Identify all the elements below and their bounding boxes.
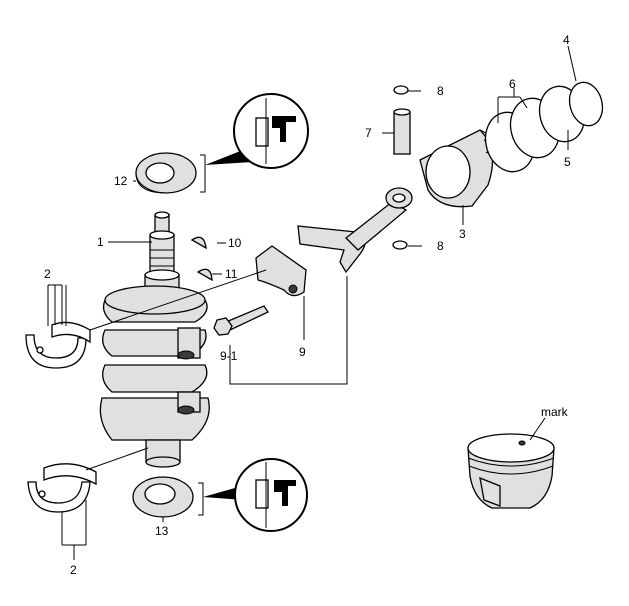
crankshaft bbox=[99, 211, 210, 468]
label-13: 13 bbox=[155, 524, 169, 538]
seal-detail-magnifier-top bbox=[200, 93, 309, 193]
label-mark: mark bbox=[541, 405, 569, 419]
bolt-9-1 bbox=[213, 305, 269, 336]
label-7: 7 bbox=[365, 126, 372, 140]
label-6: 6 bbox=[509, 77, 516, 91]
label-5: 5 bbox=[564, 155, 571, 169]
key-11 bbox=[196, 268, 213, 282]
label-1: 1 bbox=[97, 235, 104, 249]
oil-seal-12 bbox=[135, 152, 197, 194]
crank-bearing-lower bbox=[27, 463, 97, 513]
label-8-top: 8 bbox=[437, 84, 444, 98]
label-9: 9 bbox=[299, 345, 306, 359]
label-12: 12 bbox=[114, 174, 128, 188]
leader-lines bbox=[47, 45, 577, 560]
clip-8-bottom bbox=[392, 240, 408, 250]
label-4: 4 bbox=[563, 33, 570, 47]
oil-seal-13 bbox=[132, 476, 194, 518]
label-2-top: 2 bbox=[44, 267, 51, 281]
label-2-bottom: 2 bbox=[70, 563, 77, 577]
seal-detail-magnifier-bottom bbox=[198, 458, 308, 532]
label-8-bottom: 8 bbox=[437, 239, 444, 253]
label-10: 10 bbox=[228, 236, 242, 250]
label-11: 11 bbox=[225, 267, 238, 281]
ring-4 bbox=[568, 81, 604, 127]
label-3: 3 bbox=[459, 227, 466, 241]
connecting-rod bbox=[297, 187, 413, 274]
rod-cap-9 bbox=[255, 245, 307, 297]
piston-pin-7 bbox=[393, 108, 411, 155]
crank-bearing-upper bbox=[25, 321, 91, 369]
clip-8-top bbox=[393, 85, 409, 95]
key-10 bbox=[190, 236, 207, 250]
piston-mark-detail bbox=[467, 433, 555, 509]
label-9-1: 9-1 bbox=[220, 349, 238, 363]
